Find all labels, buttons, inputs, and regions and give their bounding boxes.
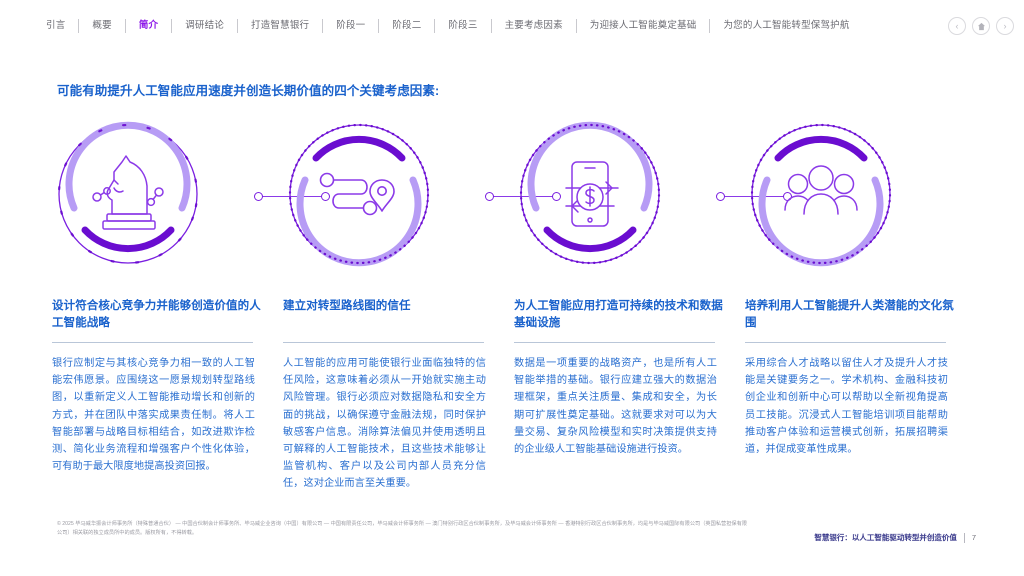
people-group-icon (784, 165, 858, 215)
factor-2-title: 建立对转型路线图的信任 (283, 300, 411, 312)
nav-item-5[interactable]: 阶段一 (336, 20, 366, 31)
factor-3-body: 数据是一项重要的战略资产，也是所有人工智能举措的基础。银行应建立强大的数据治理框… (514, 358, 717, 456)
chess-knight-icon (92, 155, 164, 230)
factor-1-title: 设计符合核心竞争力并能够创造价值的人工智能战略 (52, 300, 261, 329)
nav-arrow-group: ‹ › (948, 17, 1014, 35)
four-factor-columns: 设计符合核心竞争力并能够创造价值的人工智能战略 银行应制定与其核心竞争力相一致的… (52, 118, 977, 493)
nav-separator (434, 19, 436, 33)
nav-separator (378, 19, 380, 33)
page-title: 可能有助提升人工智能应用速度并创造长期价值的四个关键考虑因素: (57, 84, 440, 98)
connector-node-1b (321, 192, 330, 201)
nav-item-10[interactable]: 为您的人工智能转型保驾护航 (723, 20, 850, 31)
nav-item-3[interactable]: 调研结论 (185, 20, 225, 31)
footer-doc-info: 智慧银行：以人工智能驱动转型并创造价值 7 (814, 532, 976, 543)
nav-item-7[interactable]: 阶段三 (448, 20, 478, 31)
nav-item-9[interactable]: 为迎接人工智能奠定基础 (589, 20, 697, 31)
factor-column-1: 设计符合核心竞争力并能够创造价值的人工智能战略 银行应制定与其核心竞争力相一致的… (52, 118, 283, 493)
factor-1-body: 银行应制定与其核心竞争力相一致的人工智能宏伟愿景。应围绕这一愿景规划转型路线图，… (52, 358, 255, 473)
nav-separator (709, 19, 711, 33)
factor-3-divider (514, 342, 715, 343)
nav-separator (237, 19, 239, 33)
nav-item-2-active[interactable]: 简介 (138, 20, 159, 31)
footer-doc-title: 智慧银行：以人工智能驱动转型并创造价值 (814, 533, 957, 542)
factor-column-4: 培养利用人工智能提升人类潜能的文化氛围 采用综合人才战略以留住人才及提升人才技能… (745, 118, 976, 493)
factor-4-title: 培养利用人工智能提升人类潜能的文化氛围 (745, 300, 954, 329)
factor-column-2: 建立对转型路线图的信任 人工智能的应用可能使银行业面临独特的信任风险，这意味着必… (283, 118, 514, 493)
top-navigation: 引言 概要 简介 调研结论 打造智慧银行 阶段一 阶段二 阶段三 主要考虑因素 … (0, 0, 1024, 52)
roadmap-pin-icon (319, 172, 395, 216)
nav-item-6[interactable]: 阶段二 (392, 20, 422, 31)
footer-legal-text: © 2025 毕马威华振会计师事务所（特殊普通合伙） — 中国合伙制会计师事务所… (57, 521, 747, 536)
connector-node-2b (552, 192, 561, 201)
nav-separator (171, 19, 173, 33)
connector-line-3 (720, 196, 787, 197)
nav-item-4[interactable]: 打造智慧银行 (251, 20, 310, 31)
factor-4-divider (745, 342, 946, 343)
connector-line-1 (258, 196, 325, 197)
nav-separator (490, 19, 492, 33)
connector-node-1a (254, 192, 263, 201)
page-footer: © 2025 毕马威华振会计师事务所（特殊普通合伙） — 中国合伙制会计师事务所… (0, 518, 1024, 576)
prev-arrow-icon[interactable]: ‹ (948, 17, 966, 35)
factor-3-circle-graphic (514, 118, 666, 270)
factor-1-circle-graphic (52, 118, 204, 270)
nav-separator (575, 19, 577, 33)
nav-separator (322, 19, 324, 33)
connector-line-2 (489, 196, 556, 197)
factor-1-divider (52, 342, 253, 343)
connector-node-2a (485, 192, 494, 201)
factor-2-divider (283, 342, 484, 343)
connector-node-3a (716, 192, 725, 201)
nav-separator (78, 19, 80, 33)
factor-column-3: 为人工智能应用打造可持续的技术和数据基础设施 数据是一项重要的战略资产，也是所有… (514, 118, 745, 493)
home-icon[interactable] (972, 17, 990, 35)
factor-3-title: 为人工智能应用打造可持续的技术和数据基础设施 (514, 300, 723, 329)
footer-page-number: 7 (971, 533, 976, 542)
nav-item-0[interactable]: 引言 (46, 20, 66, 31)
factor-4-body: 采用综合人才战略以留住人才及提升人才技能是关键要务之一。学术机构、金融科技初创企… (745, 358, 948, 456)
footer-divider (963, 532, 965, 543)
factor-4-circle-graphic (745, 118, 897, 270)
nav-item-8[interactable]: 主要考虑因素 (504, 20, 563, 31)
nav-item-1[interactable]: 概要 (92, 20, 112, 31)
mobile-payment-icon (565, 161, 619, 227)
next-arrow-icon[interactable]: › (996, 17, 1014, 35)
nav-item-list: 引言 概要 简介 调研结论 打造智慧银行 阶段一 阶段二 阶段三 主要考虑因素 … (46, 19, 936, 33)
nav-separator (124, 19, 126, 33)
factor-2-body: 人工智能的应用可能使银行业面临独特的信任风险，这意味着必须从一开始就实施主动风险… (283, 358, 486, 490)
factor-2-circle-graphic (283, 118, 435, 270)
